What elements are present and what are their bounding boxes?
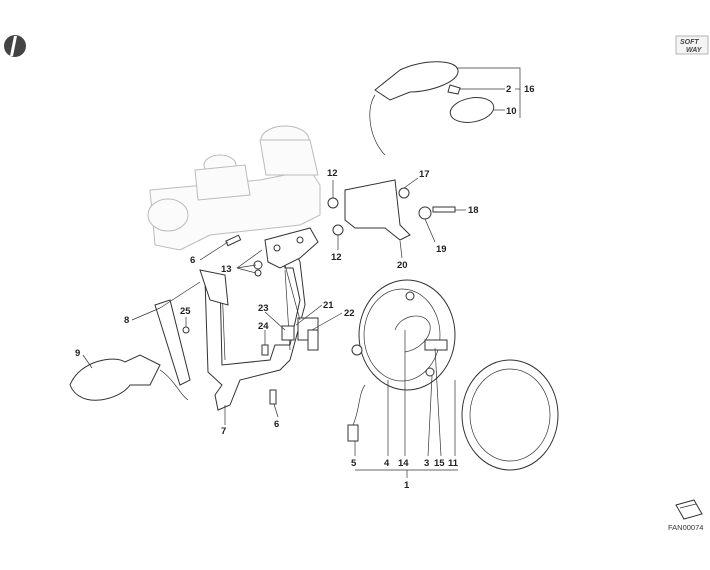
callout-2: 2 <box>506 84 511 95</box>
callout-8: 8 <box>124 315 129 326</box>
callout-25: 25 <box>180 306 191 317</box>
callout-22: 22 <box>344 308 355 319</box>
right-turn-indicator <box>369 61 495 156</box>
callout-7: 7 <box>221 426 226 437</box>
brand-line-2: WAY <box>686 47 703 54</box>
callout-13: 13 <box>221 264 232 275</box>
callout-labels: 2 16 10 12 12 17 18 19 20 6 13 8 25 9 21… <box>75 84 535 491</box>
callout-9: 9 <box>75 348 80 359</box>
leader-lines <box>82 67 521 478</box>
ducati-logo-icon <box>4 35 26 57</box>
softway-brand-badge: SOFT WAY <box>675 35 709 55</box>
figure-code: FAN00074 <box>668 523 703 532</box>
callout-18: 18 <box>468 205 479 216</box>
callout-6-lower: 6 <box>274 419 279 430</box>
callout-14: 14 <box>398 458 409 469</box>
left-turn-indicator <box>69 354 189 401</box>
callout-6-upper: 6 <box>190 255 195 266</box>
callout-19: 19 <box>436 244 447 255</box>
callout-23: 23 <box>258 303 269 314</box>
top-yoke-ghost <box>147 125 321 251</box>
fasteners-left <box>182 234 319 405</box>
callout-21: 21 <box>323 300 334 311</box>
callout-10: 10 <box>506 106 517 117</box>
right-indicator-bracket <box>327 179 456 241</box>
callout-11: 11 <box>448 458 459 469</box>
headlight-lens <box>461 359 559 471</box>
brand-line-1: SOFT <box>680 39 699 46</box>
callout-15: 15 <box>434 458 445 469</box>
callout-17: 17 <box>419 169 430 180</box>
callout-1: 1 <box>404 480 410 491</box>
callout-4: 4 <box>384 458 390 469</box>
connector-thumbnail-icon <box>675 499 703 520</box>
headlight-shell <box>347 279 456 442</box>
callout-12-upper: 12 <box>327 168 338 179</box>
upper-stay <box>264 227 319 269</box>
callout-5: 5 <box>351 458 357 469</box>
callout-24: 24 <box>258 321 269 332</box>
callout-16: 16 <box>524 84 535 95</box>
left-indicator-bracket <box>154 269 229 386</box>
callout-3: 3 <box>424 458 429 469</box>
callout-12-lower: 12 <box>331 252 342 263</box>
callout-20: 20 <box>397 260 408 271</box>
